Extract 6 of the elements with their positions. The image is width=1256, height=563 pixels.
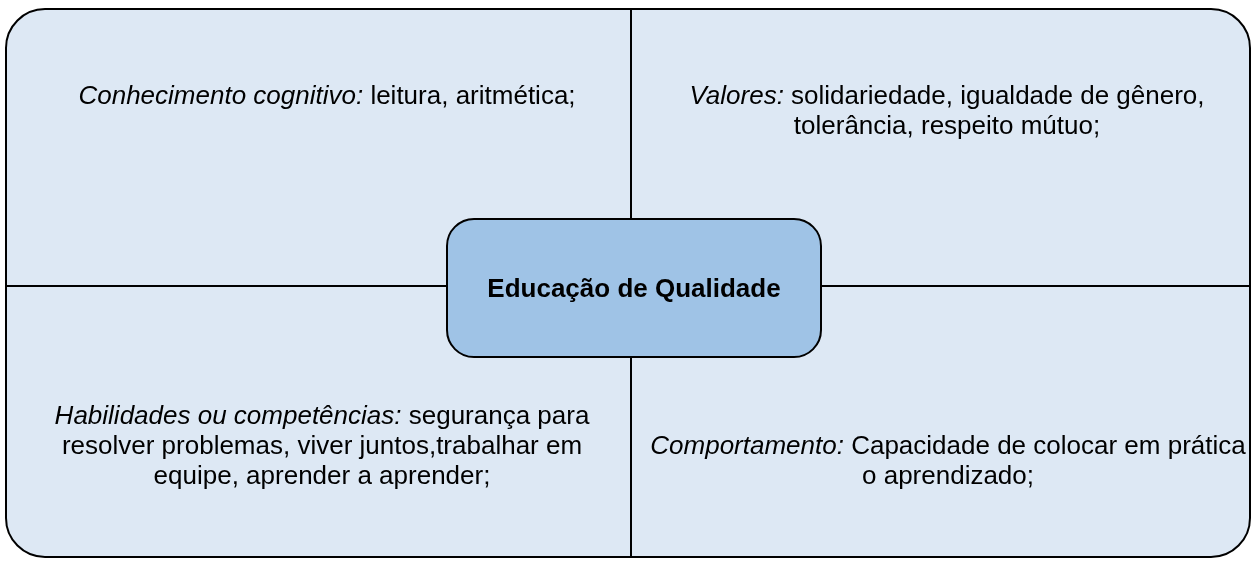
center-box: Educação de Qualidade [446,218,822,358]
quadrant-text: Valores: solidariedade, igualdade de gênero, tolerância, respeito mútuo; [657,80,1237,140]
quadrant-text: Conhecimento cognitivo: leitura, aritmética; [67,80,587,110]
quadrant-text: Habilidades ou competências: segurança para resolver problemas, viver juntos,trabalhar em equipe, aprender a aprender; [17,400,627,490]
outer-rounded-box [5,8,1251,558]
quadrant-text: Comportamento: Capacidade de colocar em prática o aprendizado; [643,430,1253,490]
